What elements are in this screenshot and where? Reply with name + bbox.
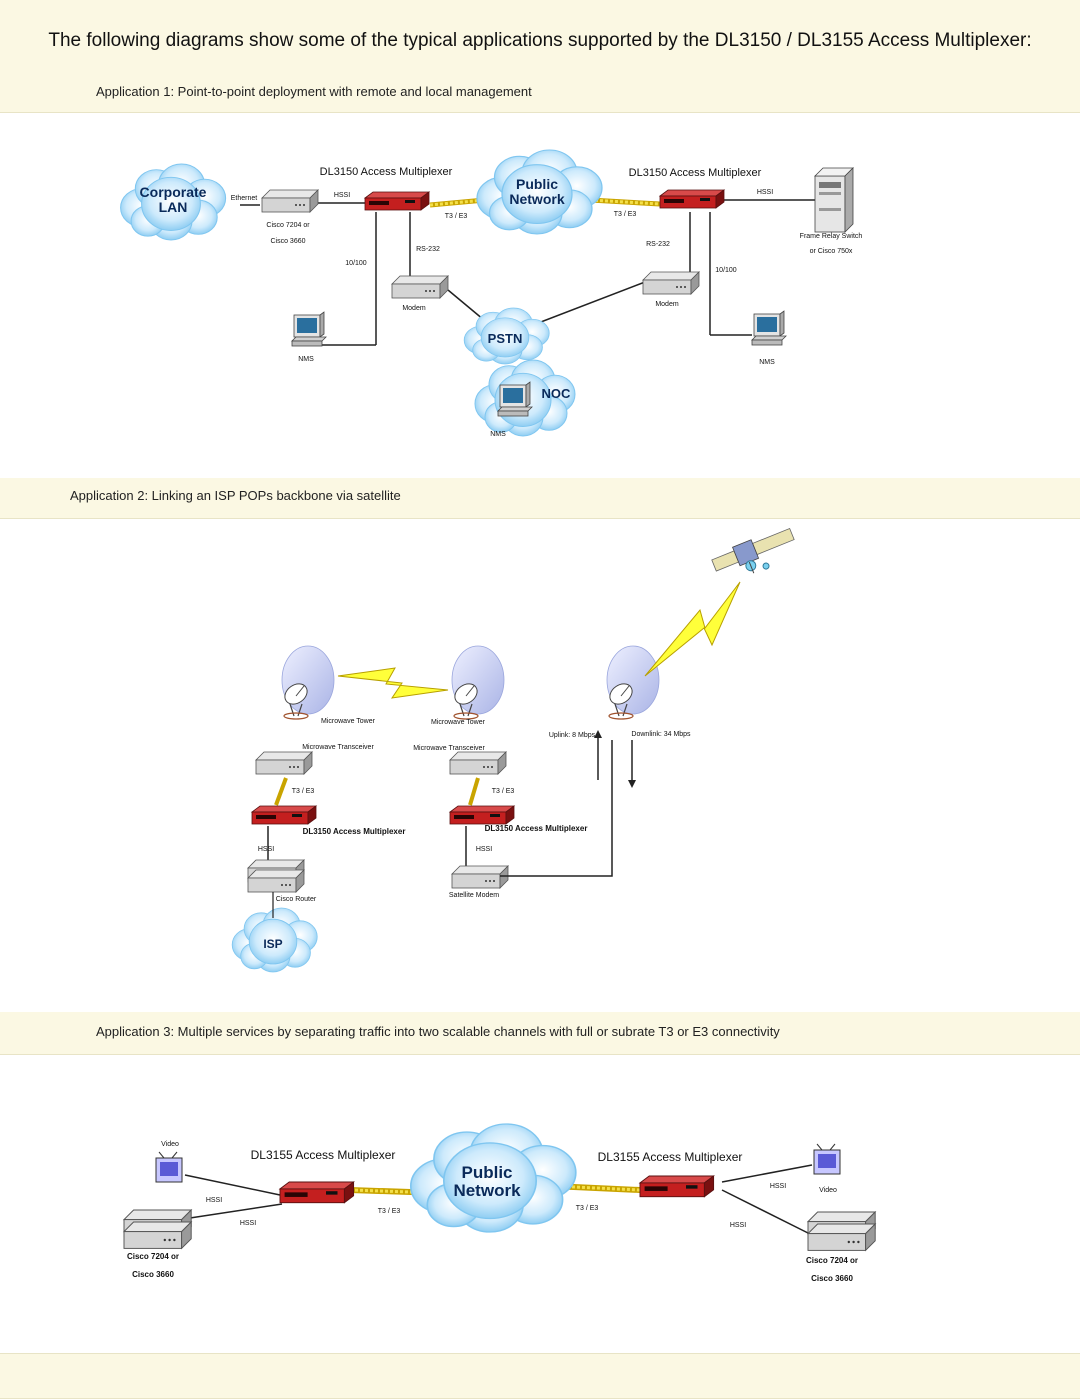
- app3-router-right-label-2: Cisco 3660: [811, 1274, 853, 1283]
- cisco-router-left-icon: [261, 189, 319, 213]
- dl3150-right-icon: [659, 189, 725, 209]
- noc-nms-label: NMS: [490, 431, 506, 438]
- mw-transceiver-left-icon: [255, 751, 313, 775]
- app2-t3e3-mid-label: T3 / E3: [492, 788, 515, 795]
- app2-hssi-left-label: HSSI: [258, 846, 274, 853]
- frame-relay-label-2: or Cisco 750x: [810, 248, 853, 255]
- public-label: Public: [516, 176, 558, 192]
- video-right-icon: [813, 1143, 841, 1175]
- mw-transceiver-mid-icon: [449, 751, 507, 775]
- app3-t3e3-right-label: T3 / E3: [576, 1205, 599, 1212]
- noc-nms-computer-icon: [497, 381, 533, 417]
- app3-hssi-r2-label: HSSI: [730, 1222, 746, 1229]
- frame-relay-label-1: Frame Relay Switch: [800, 233, 863, 240]
- modem-right-label: Modem: [655, 301, 679, 308]
- app3-hssi-l1-label: HSSI: [206, 1197, 222, 1204]
- satellite-modem-label: Satellite Modem: [449, 892, 499, 899]
- downlink-label: Downlink: 34 Mbps: [631, 731, 691, 738]
- app1-t3e3-left-label: T3 / E3: [445, 213, 468, 220]
- noc-label: NOC: [542, 386, 572, 401]
- app1-mux-right-label: DL3150 Access Multiplexer: [629, 167, 762, 179]
- app3-band: [0, 1012, 1080, 1055]
- app3-router-left-label-2: Cisco 3660: [132, 1270, 174, 1279]
- dl3155-right-icon: [639, 1175, 715, 1198]
- microwave-link-bolt: [337, 667, 449, 699]
- ethernet-label: Ethernet: [231, 195, 258, 202]
- app3-router-right-label-1: Cisco 7204 or: [806, 1256, 858, 1265]
- video-right-label: Video: [819, 1187, 837, 1194]
- nms-right-computer-icon: [751, 310, 787, 346]
- app2-dl3150-mid-icon: [449, 805, 515, 825]
- satellite-modem-icon: [451, 865, 509, 889]
- cisco-router-icon: [247, 859, 305, 893]
- app1-diagram: Corporate LAN Public Network PSTN NOC NM…: [120, 149, 863, 438]
- uplink-label: Uplink: 8 Mbps: [549, 732, 596, 739]
- corporate-label: Corporate: [140, 184, 207, 200]
- modem-right-icon: [642, 271, 700, 295]
- app1-router-label-2: Cisco 3660: [270, 238, 305, 245]
- tenhundred-right-label: 10/100: [715, 267, 737, 274]
- dl3155-left-icon: [279, 1181, 355, 1204]
- satellite-icon: [711, 527, 795, 574]
- app2-t3e3-left-label: T3 / E3: [292, 788, 315, 795]
- app3-mux-right-label: DL3155 Access Multiplexer: [598, 1150, 743, 1164]
- app2-title: Application 2: Linking an ISP POPs backb…: [70, 488, 401, 503]
- app1-router-label-1: Cisco 7204 or: [266, 222, 310, 229]
- app3-hssi-r1-label: HSSI: [770, 1183, 786, 1190]
- dish-left-icon: [280, 645, 335, 720]
- network-label: Network: [509, 191, 564, 207]
- frame-relay-switch-icon: [814, 167, 854, 233]
- tenhundred-left-label: 10/100: [345, 260, 367, 267]
- cisco-router-label: Cisco Router: [276, 896, 317, 903]
- page-heading: The following diagrams show some of the …: [48, 30, 1032, 51]
- nms-left-computer-icon: [291, 311, 327, 347]
- modem-left-label: Modem: [402, 305, 426, 312]
- app2-hssi-mid-label: HSSI: [476, 846, 492, 853]
- lan-label: LAN: [159, 199, 188, 215]
- app2-diagram: ISP Microwave Tower Microwave Tower Micr…: [231, 527, 795, 973]
- app3-diagram: Public Network Video Video DL3155 Access…: [123, 1123, 876, 1283]
- app3-network-label: Network: [453, 1181, 521, 1200]
- rs232-right-label: RS-232: [646, 241, 670, 248]
- nms-left-label: NMS: [298, 356, 314, 363]
- app1-title: Application 1: Point-to-point deployment…: [96, 84, 532, 99]
- heading-band: [0, 0, 1080, 113]
- mw-tower-left-label: Microwave Tower: [321, 718, 376, 725]
- app3-title: Application 3: Multiple services by sepa…: [96, 1024, 780, 1039]
- app2-band: [0, 478, 1080, 519]
- app2-mux-left-label: DL3150 Access Multiplexer: [303, 827, 406, 836]
- video-left-icon: [155, 1151, 183, 1183]
- app3-mux-left-label: DL3155 Access Multiplexer: [251, 1148, 396, 1162]
- app3-router-left-label-1: Cisco 7204 or: [127, 1252, 179, 1261]
- app3-public-label: Public: [461, 1163, 512, 1182]
- video-left-label: Video: [161, 1141, 179, 1148]
- app2-dl3150-left-icon: [251, 805, 317, 825]
- dish-right-icon: [605, 645, 660, 720]
- app1-mux-left-label: DL3150 Access Multiplexer: [320, 166, 453, 178]
- app1-t3e3-right-label: T3 / E3: [614, 211, 637, 218]
- mw-tower-mid-label: Microwave Tower: [431, 719, 486, 726]
- rs232-left-label: RS-232: [416, 246, 440, 253]
- mw-xcvr-left-label: Microwave Transceiver: [302, 744, 374, 751]
- nms-right-label: NMS: [759, 359, 775, 366]
- app2-mux-mid-label: DL3150 Access Multiplexer: [485, 824, 588, 833]
- modem-left-icon: [391, 275, 449, 299]
- app3-t3e3-left-label: T3 / E3: [378, 1208, 401, 1215]
- app1-hssi-left-label: HSSI: [334, 192, 350, 199]
- app1-hssi-right-label: HSSI: [757, 189, 773, 196]
- app3-hssi-l2-label: HSSI: [240, 1220, 256, 1227]
- app3-router-right-icon: [807, 1211, 876, 1252]
- satellite-link-bolt: [644, 581, 741, 677]
- dish-mid-icon: [450, 645, 505, 720]
- isp-label: ISP: [263, 937, 282, 951]
- mw-xcvr-mid-label: Microwave Transceiver: [413, 745, 485, 752]
- dl3150-left-icon: [364, 191, 430, 211]
- app3-router-left-icon: [123, 1209, 192, 1250]
- pstn-label: PSTN: [488, 331, 523, 346]
